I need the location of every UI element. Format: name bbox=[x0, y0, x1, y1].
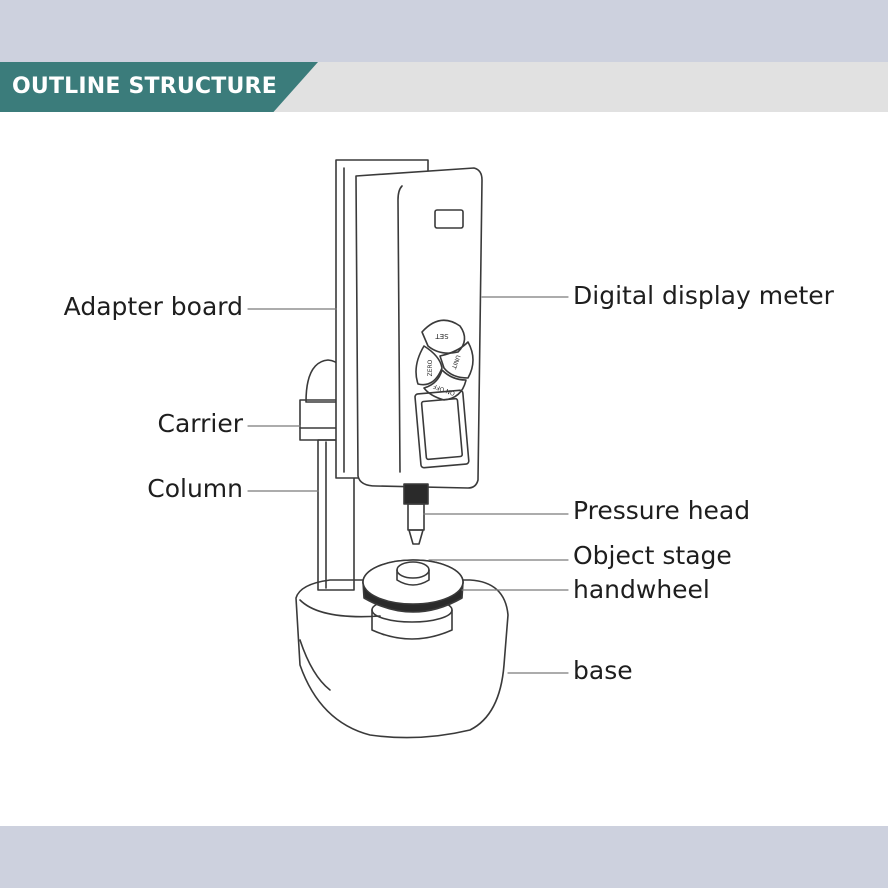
base-shape bbox=[295, 579, 509, 739]
base-front-curve bbox=[299, 639, 331, 691]
label-base: base bbox=[573, 656, 633, 685]
zero-key-label: ZERO bbox=[427, 359, 434, 376]
header-title: OUTLINE STRUCTURE bbox=[12, 74, 277, 99]
label-column: Column bbox=[147, 474, 243, 503]
set-key bbox=[421, 319, 466, 354]
unit-key-label: UNIT bbox=[450, 354, 462, 370]
pressure-head-tip bbox=[408, 529, 424, 545]
label-object-stage: Object stage bbox=[573, 541, 732, 570]
label-handwheel: handwheel bbox=[573, 575, 710, 604]
meter-top-window bbox=[434, 209, 464, 229]
pressure-head-knurl bbox=[403, 483, 429, 505]
pressure-head-shaft bbox=[407, 503, 425, 531]
label-adapter-board: Adapter board bbox=[63, 292, 243, 321]
label-digital-display-meter: Digital display meter bbox=[573, 281, 834, 310]
lcd-screen bbox=[414, 389, 470, 469]
top-band bbox=[0, 0, 888, 62]
zero-key bbox=[415, 345, 443, 386]
header-tab bbox=[0, 62, 318, 112]
base-top-rim bbox=[299, 599, 381, 618]
label-carrier: Carrier bbox=[157, 409, 244, 438]
meter-body bbox=[355, 167, 483, 489]
label-pressure-head: Pressure head bbox=[573, 496, 751, 525]
keypad: SET UNIT ZERO ON OFF bbox=[415, 319, 474, 401]
unit-key bbox=[439, 341, 474, 379]
object-stage-top bbox=[396, 561, 430, 579]
set-key-label: SET bbox=[435, 332, 449, 340]
bottom-band bbox=[0, 826, 888, 888]
